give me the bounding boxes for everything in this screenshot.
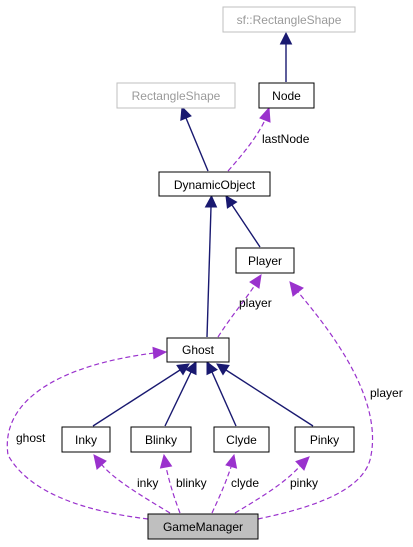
arrowhead-node [259, 106, 271, 123]
edge-lastnode [227, 119, 266, 172]
arrowhead-rectangleshape [180, 105, 192, 121]
node-label-rectangleshape: RectangleShape [132, 89, 221, 103]
node-ghost[interactable]: Ghost [166, 337, 230, 363]
edge-label-blinky: blinky [176, 476, 207, 490]
usage-edges [6, 106, 374, 520]
edge-player-to-dynamicobject [231, 204, 261, 248]
node-inky[interactable]: Inky [61, 426, 111, 453]
arrowhead-sf-rectangleshape [279, 31, 293, 45]
node-gamemanager[interactable]: GameManager [147, 513, 259, 540]
edge-ghost-to-dynamicobject [206, 206, 212, 338]
node-label-blinky: Blinky [145, 433, 177, 447]
node-label-gamemanager: GameManager [163, 520, 243, 534]
edge-dynamicobject-to-rectangleshape [185, 117, 209, 172]
edge-pinky-to-ghost [225, 369, 314, 427]
node-clyde[interactable]: Clyde [213, 426, 270, 453]
node-player[interactable]: Player [235, 247, 295, 274]
node-node[interactable]: Node [258, 82, 315, 109]
edge-blinky-gamemanager [165, 466, 181, 514]
arrowhead-dynamicobject-from-player [225, 195, 238, 209]
arrowhead-pinky [295, 456, 310, 471]
node-label-sf-rectangleshape: sf::RectangleShape [237, 13, 342, 27]
node-label-dynamicobject: DynamicObject [174, 178, 256, 192]
node-label-clyde: Clyde [226, 433, 257, 447]
arrowhead-ghost-from-blinky [185, 360, 197, 376]
arrowhead-ghost-from-clyde [206, 360, 218, 376]
arrowhead-clyde [225, 453, 238, 469]
node-sf-rectangleshape[interactable]: sf::RectangleShape [222, 6, 356, 33]
node-label-inky: Inky [75, 433, 97, 447]
edge-inky-gamemanager [101, 464, 171, 514]
edge-player-ghost [217, 284, 256, 338]
arrowhead-ghost-from-pinky [216, 363, 230, 376]
arrowhead-dynamicobject-from-ghost [204, 194, 218, 208]
node-blinky[interactable]: Blinky [130, 426, 192, 453]
arrowhead-ghost-from-gamemanager [152, 346, 168, 360]
arrowhead-player-from-gamemanager [289, 281, 304, 297]
node-label-ghost: Ghost [182, 343, 215, 357]
arrowhead-blinky [159, 453, 173, 469]
edge-label-player-gamemanager: player [370, 386, 403, 400]
edge-label-pinky: pinky [290, 476, 318, 490]
node-dynamicobject[interactable]: DynamicObject [158, 171, 271, 197]
arrowhead-player-from-ghost [249, 273, 262, 289]
edge-player-gamemanager [257, 291, 374, 520]
node-label-pinky: Pinky [310, 433, 339, 447]
edge-clyde-gamemanager [211, 466, 232, 514]
edge-inky-to-ghost [92, 369, 181, 427]
node-rectangleshape[interactable]: RectangleShape [116, 82, 236, 109]
edge-label-inky: inky [137, 476, 158, 490]
inheritance-edges [92, 31, 314, 427]
edge-label-clyde: clyde [231, 476, 259, 490]
edge-label-player-ghost: player [239, 296, 272, 310]
arrowhead-inky [93, 454, 107, 470]
edge-ghost-gamemanager [6, 352, 155, 520]
edge-clyde-to-ghost [211, 371, 237, 427]
edge-label-ghost: ghost [16, 431, 46, 445]
node-label-player: Player [248, 254, 282, 268]
edge-label-lastnode: lastNode [262, 132, 310, 146]
node-label-node: Node [272, 89, 301, 103]
edge-pinky-gamemanager [234, 465, 301, 514]
edge-labels: lastNode player player ghost inky blinky… [16, 132, 403, 490]
edge-blinky-to-ghost [164, 371, 192, 427]
node-pinky[interactable]: Pinky [294, 426, 355, 453]
